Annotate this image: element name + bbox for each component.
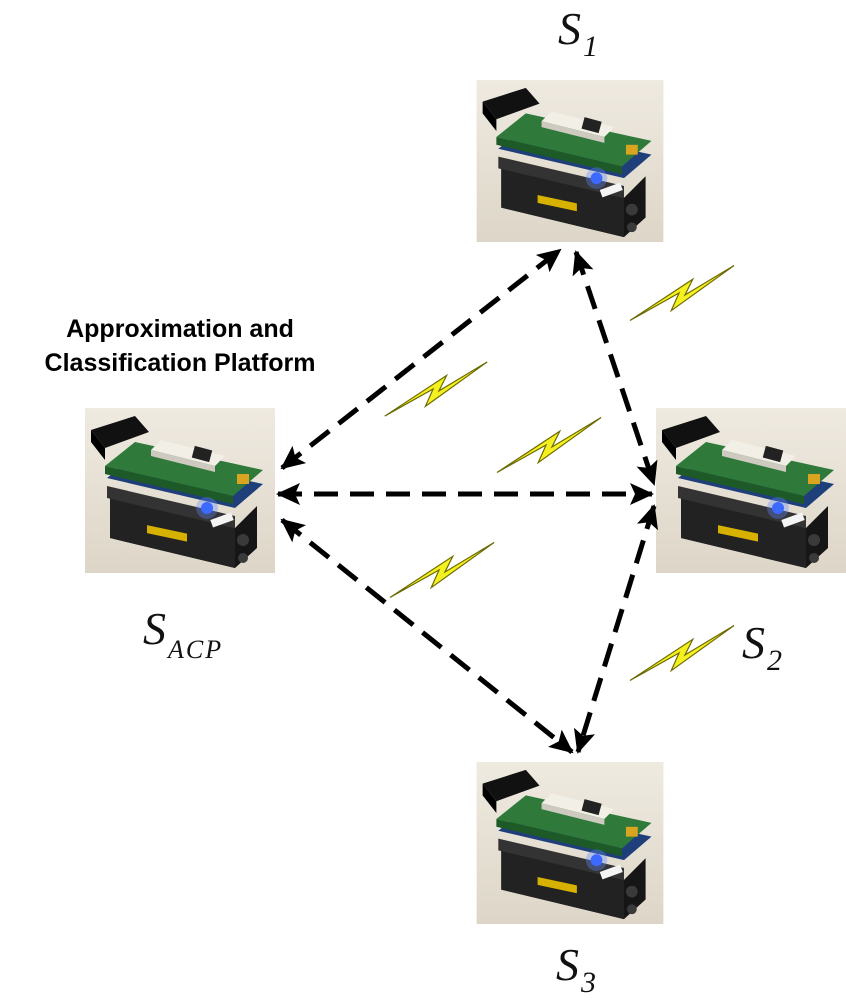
sensor-node-image bbox=[476, 80, 664, 242]
wireless-lightning-icon bbox=[629, 624, 735, 682]
wireless-lightning-icon bbox=[384, 361, 488, 417]
node-symbol: S bbox=[143, 603, 166, 654]
node-label-s2: S2 bbox=[742, 617, 782, 676]
wireless-lightning-icon bbox=[629, 264, 735, 322]
node-label-s3: S3 bbox=[556, 939, 596, 998]
node-subscript: 2 bbox=[767, 644, 782, 677]
sensor-node-image bbox=[85, 408, 275, 573]
link-sacp-s1 bbox=[280, 248, 562, 470]
node-symbol: S bbox=[742, 617, 765, 668]
node-symbol: S bbox=[556, 939, 579, 990]
node-label-s1: S1 bbox=[558, 3, 598, 62]
link-sacp-s3 bbox=[280, 518, 574, 754]
link-s1-s2 bbox=[572, 250, 658, 486]
sensor-node-image bbox=[656, 408, 846, 573]
node-symbol: S bbox=[558, 3, 581, 54]
platform-title: Approximation and Classification Platfor… bbox=[0, 312, 360, 380]
node-subscript: 1 bbox=[583, 30, 598, 63]
wireless-lightning-icon bbox=[389, 541, 495, 599]
wireless-lightning-icon bbox=[496, 416, 602, 474]
link-s2-s3 bbox=[573, 504, 659, 754]
sensor-node-image bbox=[476, 762, 664, 924]
node-subscript: 3 bbox=[581, 966, 596, 999]
node-subscript: ACP bbox=[168, 635, 224, 664]
platform-title-line1: Approximation and bbox=[66, 315, 294, 343]
platform-title-line2: Classification Platform bbox=[44, 349, 316, 377]
node-label-sacp: SACP bbox=[143, 603, 223, 663]
